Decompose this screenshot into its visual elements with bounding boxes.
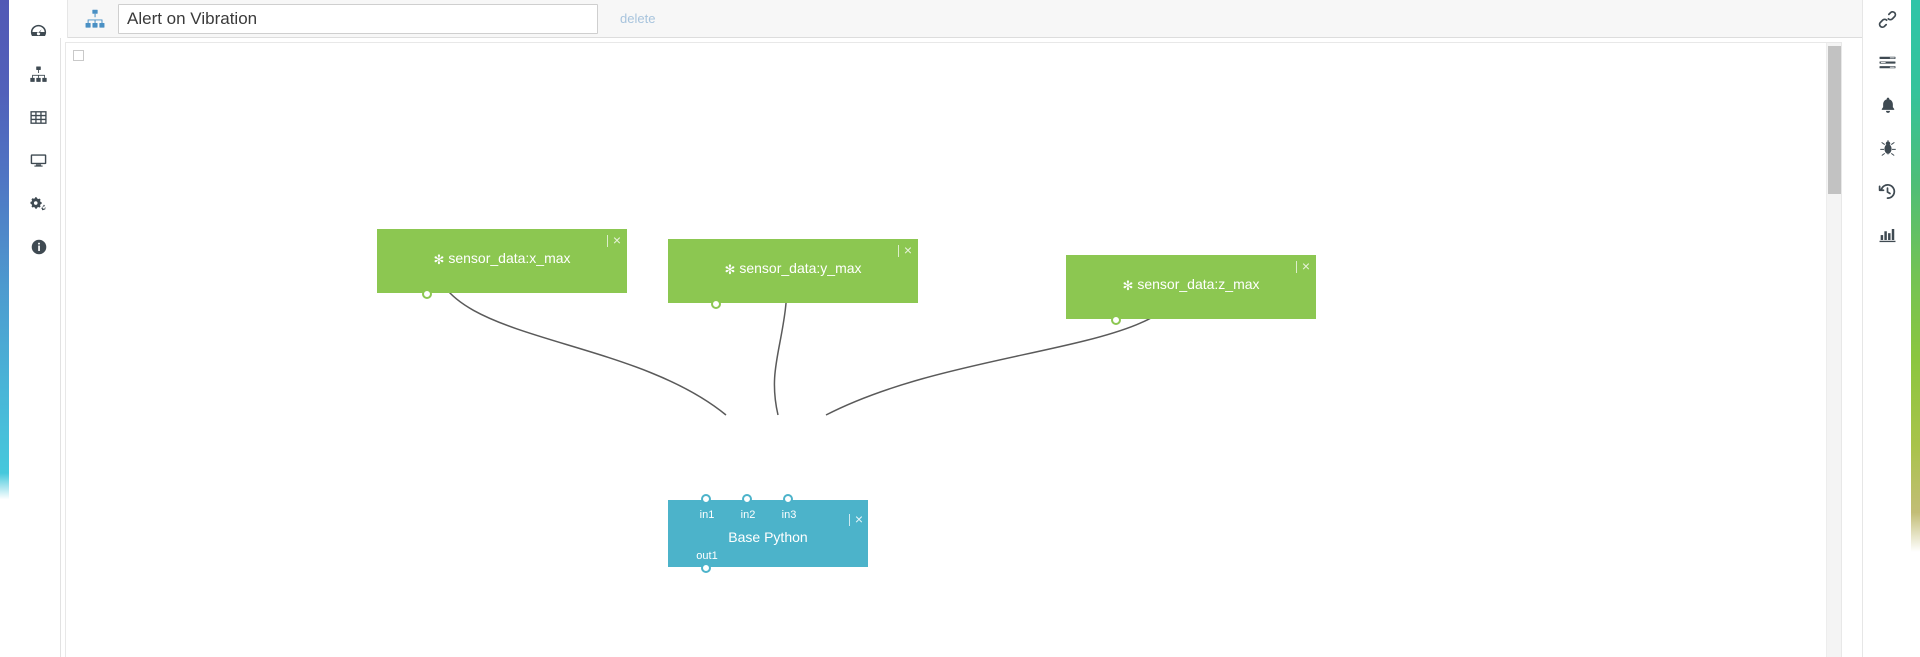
asterisk-icon: ✻ xyxy=(1122,278,1134,293)
asterisk-icon: ✻ xyxy=(433,252,445,267)
sidebar-item-connections[interactable] xyxy=(1863,0,1912,43)
node-input-label-in3: in3 xyxy=(781,509,797,521)
sidebar-item-settings[interactable] xyxy=(9,182,68,225)
canvas-vertical-scrollbar[interactable] xyxy=(1826,43,1841,657)
right-gradient-strip xyxy=(1911,0,1920,657)
node-input-label-in2: in2 xyxy=(740,509,756,521)
flow-header-bar: delete xyxy=(68,0,1862,38)
sidebar-item-alerts[interactable] xyxy=(1863,86,1912,129)
flow-canvas[interactable]: × ✻sensor_data:x_max × ✻sensor_data:y_ma… xyxy=(60,38,1862,657)
asterisk-icon: ✻ xyxy=(724,262,736,277)
left-sidebar-items xyxy=(9,0,68,268)
bug-icon xyxy=(1879,139,1897,162)
selection-handle[interactable] xyxy=(73,50,84,61)
node-close-icon[interactable]: × xyxy=(606,233,621,247)
sidebar-item-dashboard[interactable] xyxy=(9,10,68,53)
sidebar-item-monitor[interactable] xyxy=(9,139,68,182)
node-title: ✻sensor_data:y_max xyxy=(724,260,862,277)
gears-icon xyxy=(29,194,48,213)
flow-node-y-max[interactable]: × ✻sensor_data:y_max xyxy=(668,239,918,309)
bar-chart-icon xyxy=(1878,225,1897,249)
sidebar-item-data[interactable] xyxy=(1863,43,1912,86)
node-output-port[interactable] xyxy=(1111,315,1121,325)
node-output-label-out1: out1 xyxy=(696,550,718,562)
node-input-port-in1[interactable] xyxy=(701,494,711,504)
canvas-scrollbar-thumb[interactable] xyxy=(1828,46,1841,194)
node-title: ✻sensor_data:z_max xyxy=(1122,276,1260,293)
delete-flow-link[interactable]: delete xyxy=(620,11,656,26)
right-sidebar xyxy=(1862,0,1920,657)
sidebar-item-debug[interactable] xyxy=(1863,129,1912,172)
monitor-icon xyxy=(29,151,48,170)
sidebar-item-statistics[interactable] xyxy=(1863,215,1912,258)
flow-node-base-python[interactable]: × in1 in2 in3 Base Python out1 xyxy=(668,494,868,573)
node-output-port-out1[interactable] xyxy=(701,563,711,573)
node-close-icon[interactable]: × xyxy=(1295,259,1310,273)
sidebar-item-tables[interactable] xyxy=(9,96,68,139)
sidebar-item-history[interactable] xyxy=(1863,172,1912,215)
flow-canvas-inner[interactable]: × ✻sensor_data:x_max × ✻sensor_data:y_ma… xyxy=(65,42,1842,657)
link-icon xyxy=(1878,10,1897,34)
flow-node-z-max[interactable]: × ✻sensor_data:z_max xyxy=(1066,255,1316,325)
left-sidebar xyxy=(0,0,68,657)
data-list-icon xyxy=(1878,53,1897,77)
dashboard-icon xyxy=(29,22,48,41)
right-sidebar-items xyxy=(1863,0,1912,258)
history-icon xyxy=(1878,182,1897,206)
node-title: Base Python xyxy=(728,529,808,545)
table-icon xyxy=(29,108,48,127)
node-input-port-in2[interactable] xyxy=(742,494,752,504)
sitemap-icon xyxy=(29,65,48,84)
bell-icon xyxy=(1879,96,1897,119)
left-gradient-strip xyxy=(0,0,9,657)
info-icon xyxy=(30,238,48,256)
node-input-port-in3[interactable] xyxy=(783,494,793,504)
flow-name-input[interactable] xyxy=(118,3,598,34)
node-close-icon[interactable]: × xyxy=(897,243,912,257)
flow-node-x-max[interactable]: × ✻sensor_data:x_max xyxy=(377,229,627,299)
node-output-port[interactable] xyxy=(711,299,721,309)
sidebar-item-flows[interactable] xyxy=(9,53,68,96)
sidebar-item-info[interactable] xyxy=(9,225,68,268)
node-title: ✻sensor_data:x_max xyxy=(433,250,571,267)
node-close-icon[interactable]: × xyxy=(848,512,863,526)
node-input-label-in1: in1 xyxy=(699,509,715,521)
sitemap-icon xyxy=(78,2,112,36)
flow-edges-layer xyxy=(433,254,1185,416)
node-output-port[interactable] xyxy=(422,289,432,299)
